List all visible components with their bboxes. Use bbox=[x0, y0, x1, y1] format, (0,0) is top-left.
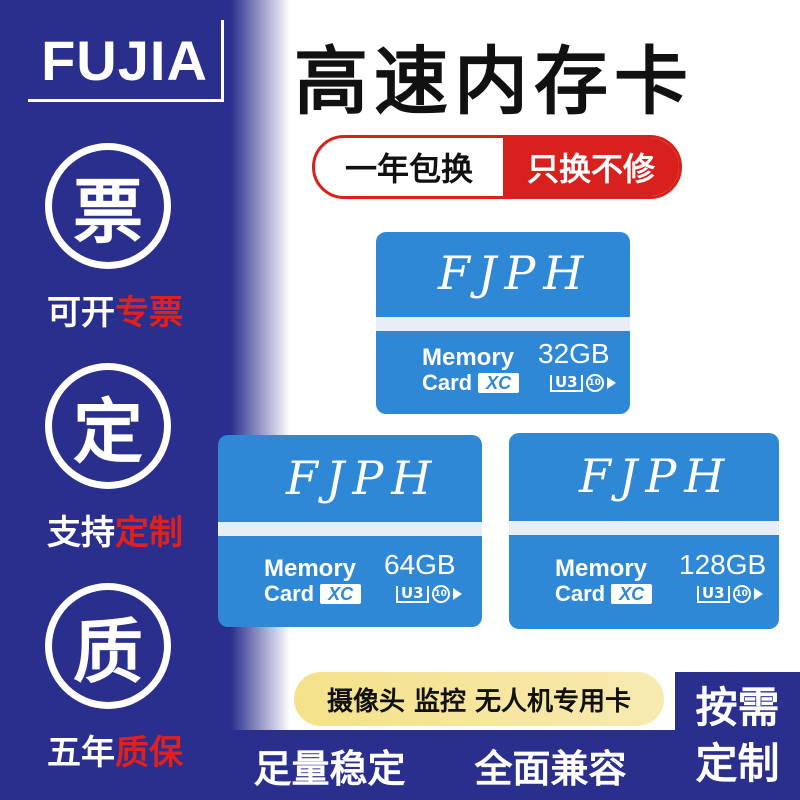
play-triangle-icon bbox=[753, 588, 763, 600]
invoice-badge-glyph: 票 bbox=[52, 150, 164, 262]
warranty-pill: 一年包换 只换不修 bbox=[312, 135, 682, 199]
card-capacity: 64GB bbox=[384, 549, 456, 580]
card-xc-label: XC bbox=[611, 584, 653, 604]
features-banner: 足量稳定 全面兼容 bbox=[205, 730, 675, 800]
custom-text-white: 支持 bbox=[47, 513, 115, 553]
custom-text-red: 定制 bbox=[115, 513, 183, 553]
quality-badge: 质 bbox=[45, 583, 171, 709]
page-title: 高速内存卡 bbox=[294, 39, 694, 125]
usage-banner: 摄像头 监控 无人机专用卡 bbox=[294, 672, 664, 726]
uhs-speed-icon: U3 bbox=[396, 585, 429, 603]
custom-line2: 定制 bbox=[695, 739, 780, 788]
warranty-no-repair-text: 只换不修 bbox=[503, 138, 679, 196]
memory-card-32gb: FJPH Memory Card XC 32GB U3 10 bbox=[376, 232, 630, 414]
class-speed-icon: 10 bbox=[585, 374, 604, 392]
card-memory-label: Memory bbox=[555, 555, 648, 582]
uhs-speed-icon: U3 bbox=[550, 374, 583, 392]
card-card-label: Card bbox=[264, 581, 315, 606]
custom-on-demand-box: 按需 定制 bbox=[675, 672, 800, 800]
uhs-speed-icon: U3 bbox=[697, 585, 730, 603]
feature-stable: 足量稳定 bbox=[253, 746, 406, 791]
invoice-text-red: 专票 bbox=[115, 293, 183, 333]
quality-text-white: 五年 bbox=[47, 733, 115, 773]
quality-text-red: 质保 bbox=[115, 733, 183, 773]
invoice-badge-text: 可开专票 bbox=[0, 285, 230, 334]
custom-line1: 按需 bbox=[695, 683, 780, 732]
card-stripe bbox=[376, 317, 630, 331]
warranty-exchange-text: 一年包换 bbox=[344, 150, 473, 188]
card-speed-class: U3 10 bbox=[697, 585, 763, 603]
play-triangle-icon bbox=[606, 377, 616, 389]
invoice-text-white: 可开 bbox=[47, 293, 115, 333]
quality-badge-text: 五年质保 bbox=[0, 725, 230, 774]
card-card-label: Card bbox=[555, 581, 606, 606]
feature-compatible: 全面兼容 bbox=[474, 746, 627, 791]
card-type-line: Card XC bbox=[555, 581, 653, 606]
card-xc-label: XC bbox=[478, 373, 520, 393]
card-xc-label: XC bbox=[320, 584, 362, 604]
class-speed-icon: 10 bbox=[431, 585, 450, 603]
card-brand: FJPH bbox=[579, 449, 733, 503]
class-speed-icon: 10 bbox=[732, 585, 751, 603]
custom-badge: 定 bbox=[45, 363, 171, 489]
card-capacity: 32GB bbox=[538, 338, 610, 369]
memory-card-128gb: FJPH Memory Card XC 128GB U3 10 bbox=[509, 433, 779, 629]
card-type-line: Card XC bbox=[264, 581, 362, 606]
memory-card-64gb: FJPH Memory Card XC 64GB U3 10 bbox=[218, 435, 482, 627]
card-memory-label: Memory bbox=[264, 555, 357, 582]
custom-badge-text: 支持定制 bbox=[0, 505, 230, 554]
card-card-label: Card bbox=[422, 370, 473, 395]
card-brand: FJPH bbox=[438, 246, 592, 300]
quality-badge-glyph: 质 bbox=[52, 590, 164, 702]
card-stripe bbox=[218, 522, 482, 536]
card-type-line: Card XC bbox=[422, 370, 520, 395]
card-stripe bbox=[509, 521, 779, 535]
card-brand: FJPH bbox=[286, 451, 440, 505]
card-speed-class: U3 10 bbox=[550, 374, 616, 392]
invoice-badge: 票 bbox=[45, 143, 171, 269]
card-speed-class: U3 10 bbox=[396, 585, 462, 603]
custom-badge-glyph: 定 bbox=[52, 370, 164, 482]
card-memory-label: Memory bbox=[422, 344, 515, 371]
play-triangle-icon bbox=[452, 588, 462, 600]
brand-logo: FUJIA bbox=[28, 20, 224, 102]
card-capacity: 128GB bbox=[679, 549, 767, 580]
